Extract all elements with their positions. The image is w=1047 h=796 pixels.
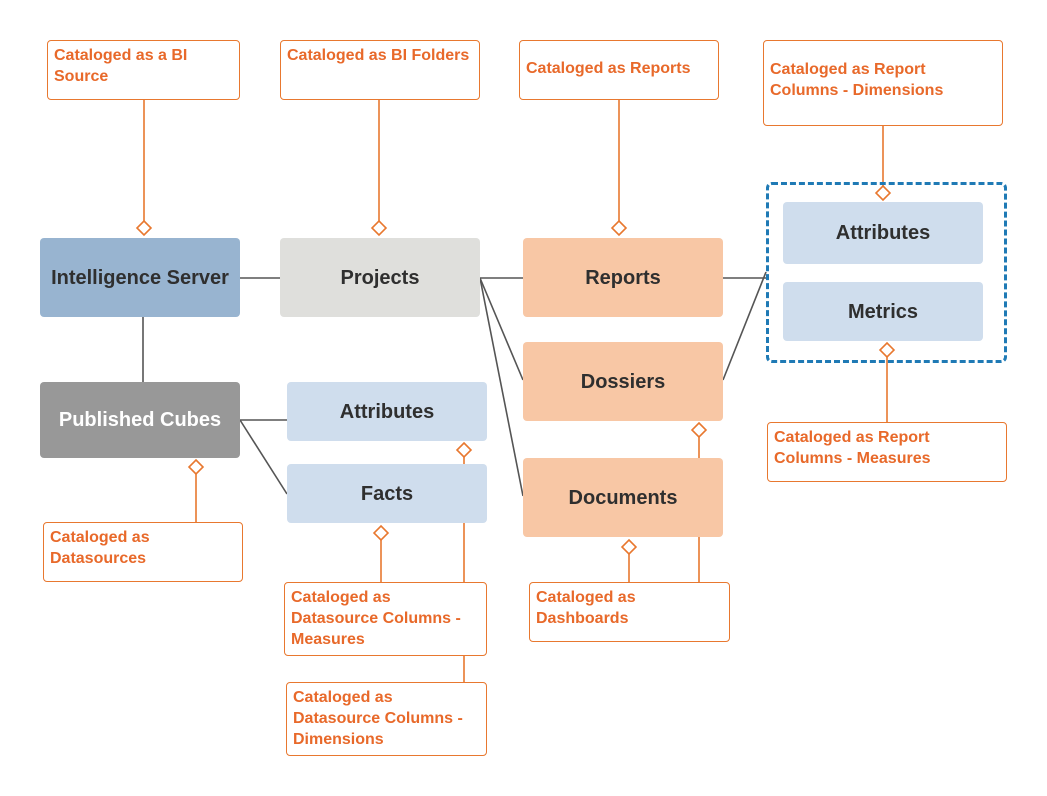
documents-node[interactable]: Documents (523, 458, 723, 537)
report-columns-group (766, 182, 1007, 363)
note-text: Cataloged as Datasources (50, 529, 150, 567)
published-cubes-node[interactable]: Published Cubes (40, 382, 240, 458)
node-label: Dossiers (580, 370, 666, 393)
node-label: Facts (360, 482, 414, 505)
diamond-marker (135, 219, 153, 237)
node-label: Documents (568, 486, 678, 509)
note-text: Cataloged as BI Folders (287, 47, 470, 64)
note-report-dimensions: Cataloged as Report Columns - Dimensions (763, 40, 1003, 126)
reports-node[interactable]: Reports (523, 238, 723, 317)
node-label: Attributes (835, 222, 931, 244)
note-ds-dimensions: Cataloged as Datasource Columns - Dimens… (286, 682, 487, 756)
node-label: Reports (585, 266, 661, 289)
connector-projects-dossiers (479, 277, 524, 381)
node-label: Intelligence Server (51, 266, 229, 289)
note-ds-measures: Cataloged as Datasource Columns - Measur… (284, 582, 487, 656)
note-text: Cataloged as Reports (526, 60, 691, 77)
note-text: Cataloged as Datasource Columns - Dimens… (293, 689, 463, 748)
cube-attributes-node[interactable]: Attributes (287, 382, 487, 441)
cube-facts-node[interactable]: Facts (287, 464, 487, 523)
note-bi-folders: Cataloged as BI Folders (280, 40, 480, 100)
node-label: Attributes (339, 400, 435, 423)
diamond-marker (610, 219, 628, 237)
node-label: Metrics (847, 300, 919, 323)
dossiers-node[interactable]: Dossiers (523, 342, 723, 421)
note-text: Cataloged as Report Columns - Measures (774, 429, 931, 467)
diamond-marker (874, 184, 892, 202)
diamond-marker (620, 538, 638, 556)
report-metrics-node[interactable]: Metrics (783, 282, 983, 341)
diamond-marker (370, 219, 388, 237)
node-label: Projects (340, 266, 420, 289)
note-dashboards: Cataloged as Dashboards (529, 582, 730, 642)
node-label: Published Cubes (58, 409, 222, 431)
diamond-marker (455, 441, 473, 459)
note-report-measures: Cataloged as Report Columns - Measures (767, 422, 1007, 482)
projects-node[interactable]: Projects (280, 238, 480, 317)
diamond-marker (690, 421, 708, 439)
report-attributes-node[interactable]: Attributes (783, 202, 983, 264)
note-text: Cataloged as a BI Source (54, 47, 188, 85)
note-reports: Cataloged as Reports (519, 40, 719, 100)
note-datasources: Cataloged as Datasources (43, 522, 243, 582)
note-text: Cataloged as Datasource Columns - Measur… (291, 589, 461, 648)
note-text: Cataloged as Dashboards (536, 589, 636, 627)
diamond-marker (372, 524, 390, 542)
note-text: Cataloged as Report Columns - Dimensions (770, 61, 944, 99)
connector-dossiers-group (722, 271, 767, 381)
diamond-marker (187, 458, 205, 476)
note-bi-source: Cataloged as a BI Source (47, 40, 240, 100)
diamond-marker (878, 341, 896, 359)
intelligence-server-node[interactable]: Intelligence Server (40, 238, 240, 317)
connector-cubes-facts (239, 419, 288, 495)
connector-projects-documents (479, 277, 524, 497)
